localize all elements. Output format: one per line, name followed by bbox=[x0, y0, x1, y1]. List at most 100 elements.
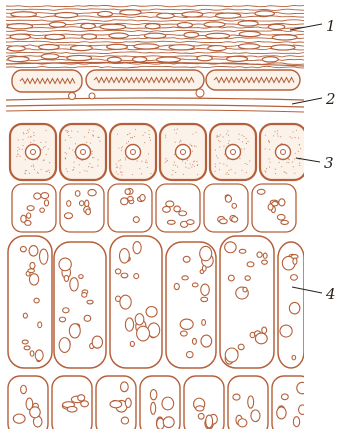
grain bbox=[134, 274, 139, 279]
granule bbox=[298, 151, 299, 152]
granule bbox=[129, 133, 130, 134]
granule bbox=[299, 144, 300, 145]
granule bbox=[23, 132, 24, 133]
granule bbox=[298, 138, 299, 139]
elongated-nucleus bbox=[7, 46, 25, 51]
granule bbox=[89, 163, 90, 164]
grain bbox=[23, 313, 27, 318]
layer-2-membrane bbox=[6, 105, 304, 112]
granule bbox=[28, 136, 29, 137]
granule bbox=[69, 148, 70, 149]
granule bbox=[299, 165, 300, 166]
granule bbox=[241, 148, 242, 149]
granule bbox=[290, 136, 291, 137]
elongated-nucleus bbox=[98, 11, 113, 16]
grain bbox=[192, 283, 198, 287]
granule bbox=[275, 169, 276, 170]
grain bbox=[192, 338, 196, 344]
grain bbox=[121, 198, 128, 205]
granule bbox=[174, 129, 175, 130]
granule bbox=[190, 163, 191, 164]
granule bbox=[284, 171, 285, 172]
grain bbox=[28, 269, 35, 273]
grain bbox=[137, 326, 150, 341]
granule bbox=[277, 130, 278, 131]
elongated-nucleus bbox=[100, 24, 126, 29]
granule bbox=[289, 159, 290, 160]
granule bbox=[172, 170, 173, 171]
granule bbox=[218, 136, 219, 137]
granule bbox=[280, 136, 281, 137]
granule bbox=[134, 136, 135, 137]
granule bbox=[93, 130, 94, 131]
granule bbox=[137, 160, 138, 161]
granule bbox=[228, 135, 229, 136]
granule bbox=[241, 135, 242, 136]
grain bbox=[133, 242, 141, 254]
elongated-nucleus bbox=[156, 57, 180, 62]
granule bbox=[84, 136, 85, 137]
granule bbox=[286, 173, 287, 174]
granule bbox=[29, 173, 30, 174]
granule bbox=[220, 134, 221, 135]
granule bbox=[228, 170, 229, 171]
elongated-nucleus bbox=[109, 33, 128, 38]
grain bbox=[38, 322, 42, 328]
grain bbox=[201, 335, 212, 347]
granule bbox=[40, 169, 41, 170]
grain bbox=[79, 275, 83, 279]
elongated-nucleus bbox=[81, 23, 96, 28]
small-cell bbox=[204, 184, 248, 232]
grain bbox=[257, 252, 262, 257]
granule bbox=[92, 167, 93, 168]
granule bbox=[185, 167, 186, 168]
granule bbox=[216, 155, 217, 156]
granule bbox=[226, 165, 227, 166]
granule bbox=[247, 164, 248, 165]
granule bbox=[149, 137, 150, 138]
grain bbox=[79, 201, 83, 206]
granule bbox=[141, 161, 142, 162]
granule bbox=[26, 133, 27, 134]
granule bbox=[150, 173, 151, 174]
grain bbox=[200, 246, 212, 261]
granule bbox=[128, 141, 129, 142]
grain bbox=[29, 246, 38, 256]
granule bbox=[22, 149, 23, 150]
granule bbox=[46, 171, 47, 172]
grain bbox=[228, 275, 234, 281]
granule bbox=[217, 157, 218, 158]
granule bbox=[227, 131, 228, 132]
grain bbox=[67, 201, 71, 207]
granule bbox=[30, 136, 31, 137]
elongated-nucleus bbox=[134, 44, 159, 49]
granule bbox=[121, 150, 122, 151]
granule bbox=[193, 161, 194, 162]
grain bbox=[63, 308, 69, 313]
granule bbox=[122, 146, 123, 147]
granule bbox=[67, 171, 68, 172]
granule bbox=[220, 141, 221, 142]
granule bbox=[47, 171, 48, 172]
grain bbox=[233, 394, 240, 400]
granule bbox=[224, 154, 225, 155]
granule bbox=[139, 168, 140, 169]
elongated-nucleus bbox=[39, 44, 59, 49]
grain bbox=[30, 262, 35, 268]
grain bbox=[255, 333, 267, 344]
granule bbox=[147, 162, 148, 163]
grain bbox=[262, 260, 268, 264]
grain bbox=[30, 351, 34, 356]
granule bbox=[45, 142, 46, 143]
grain bbox=[248, 396, 254, 408]
cell-nucleus bbox=[276, 145, 291, 160]
granule bbox=[22, 145, 23, 146]
granule bbox=[266, 168, 267, 169]
granule bbox=[196, 146, 197, 147]
elongated-nucleus bbox=[182, 12, 203, 17]
grain bbox=[115, 269, 120, 274]
granule bbox=[142, 135, 143, 136]
cell-nucleus bbox=[76, 145, 91, 160]
grain bbox=[206, 415, 213, 428]
elongated-nucleus bbox=[239, 31, 260, 36]
